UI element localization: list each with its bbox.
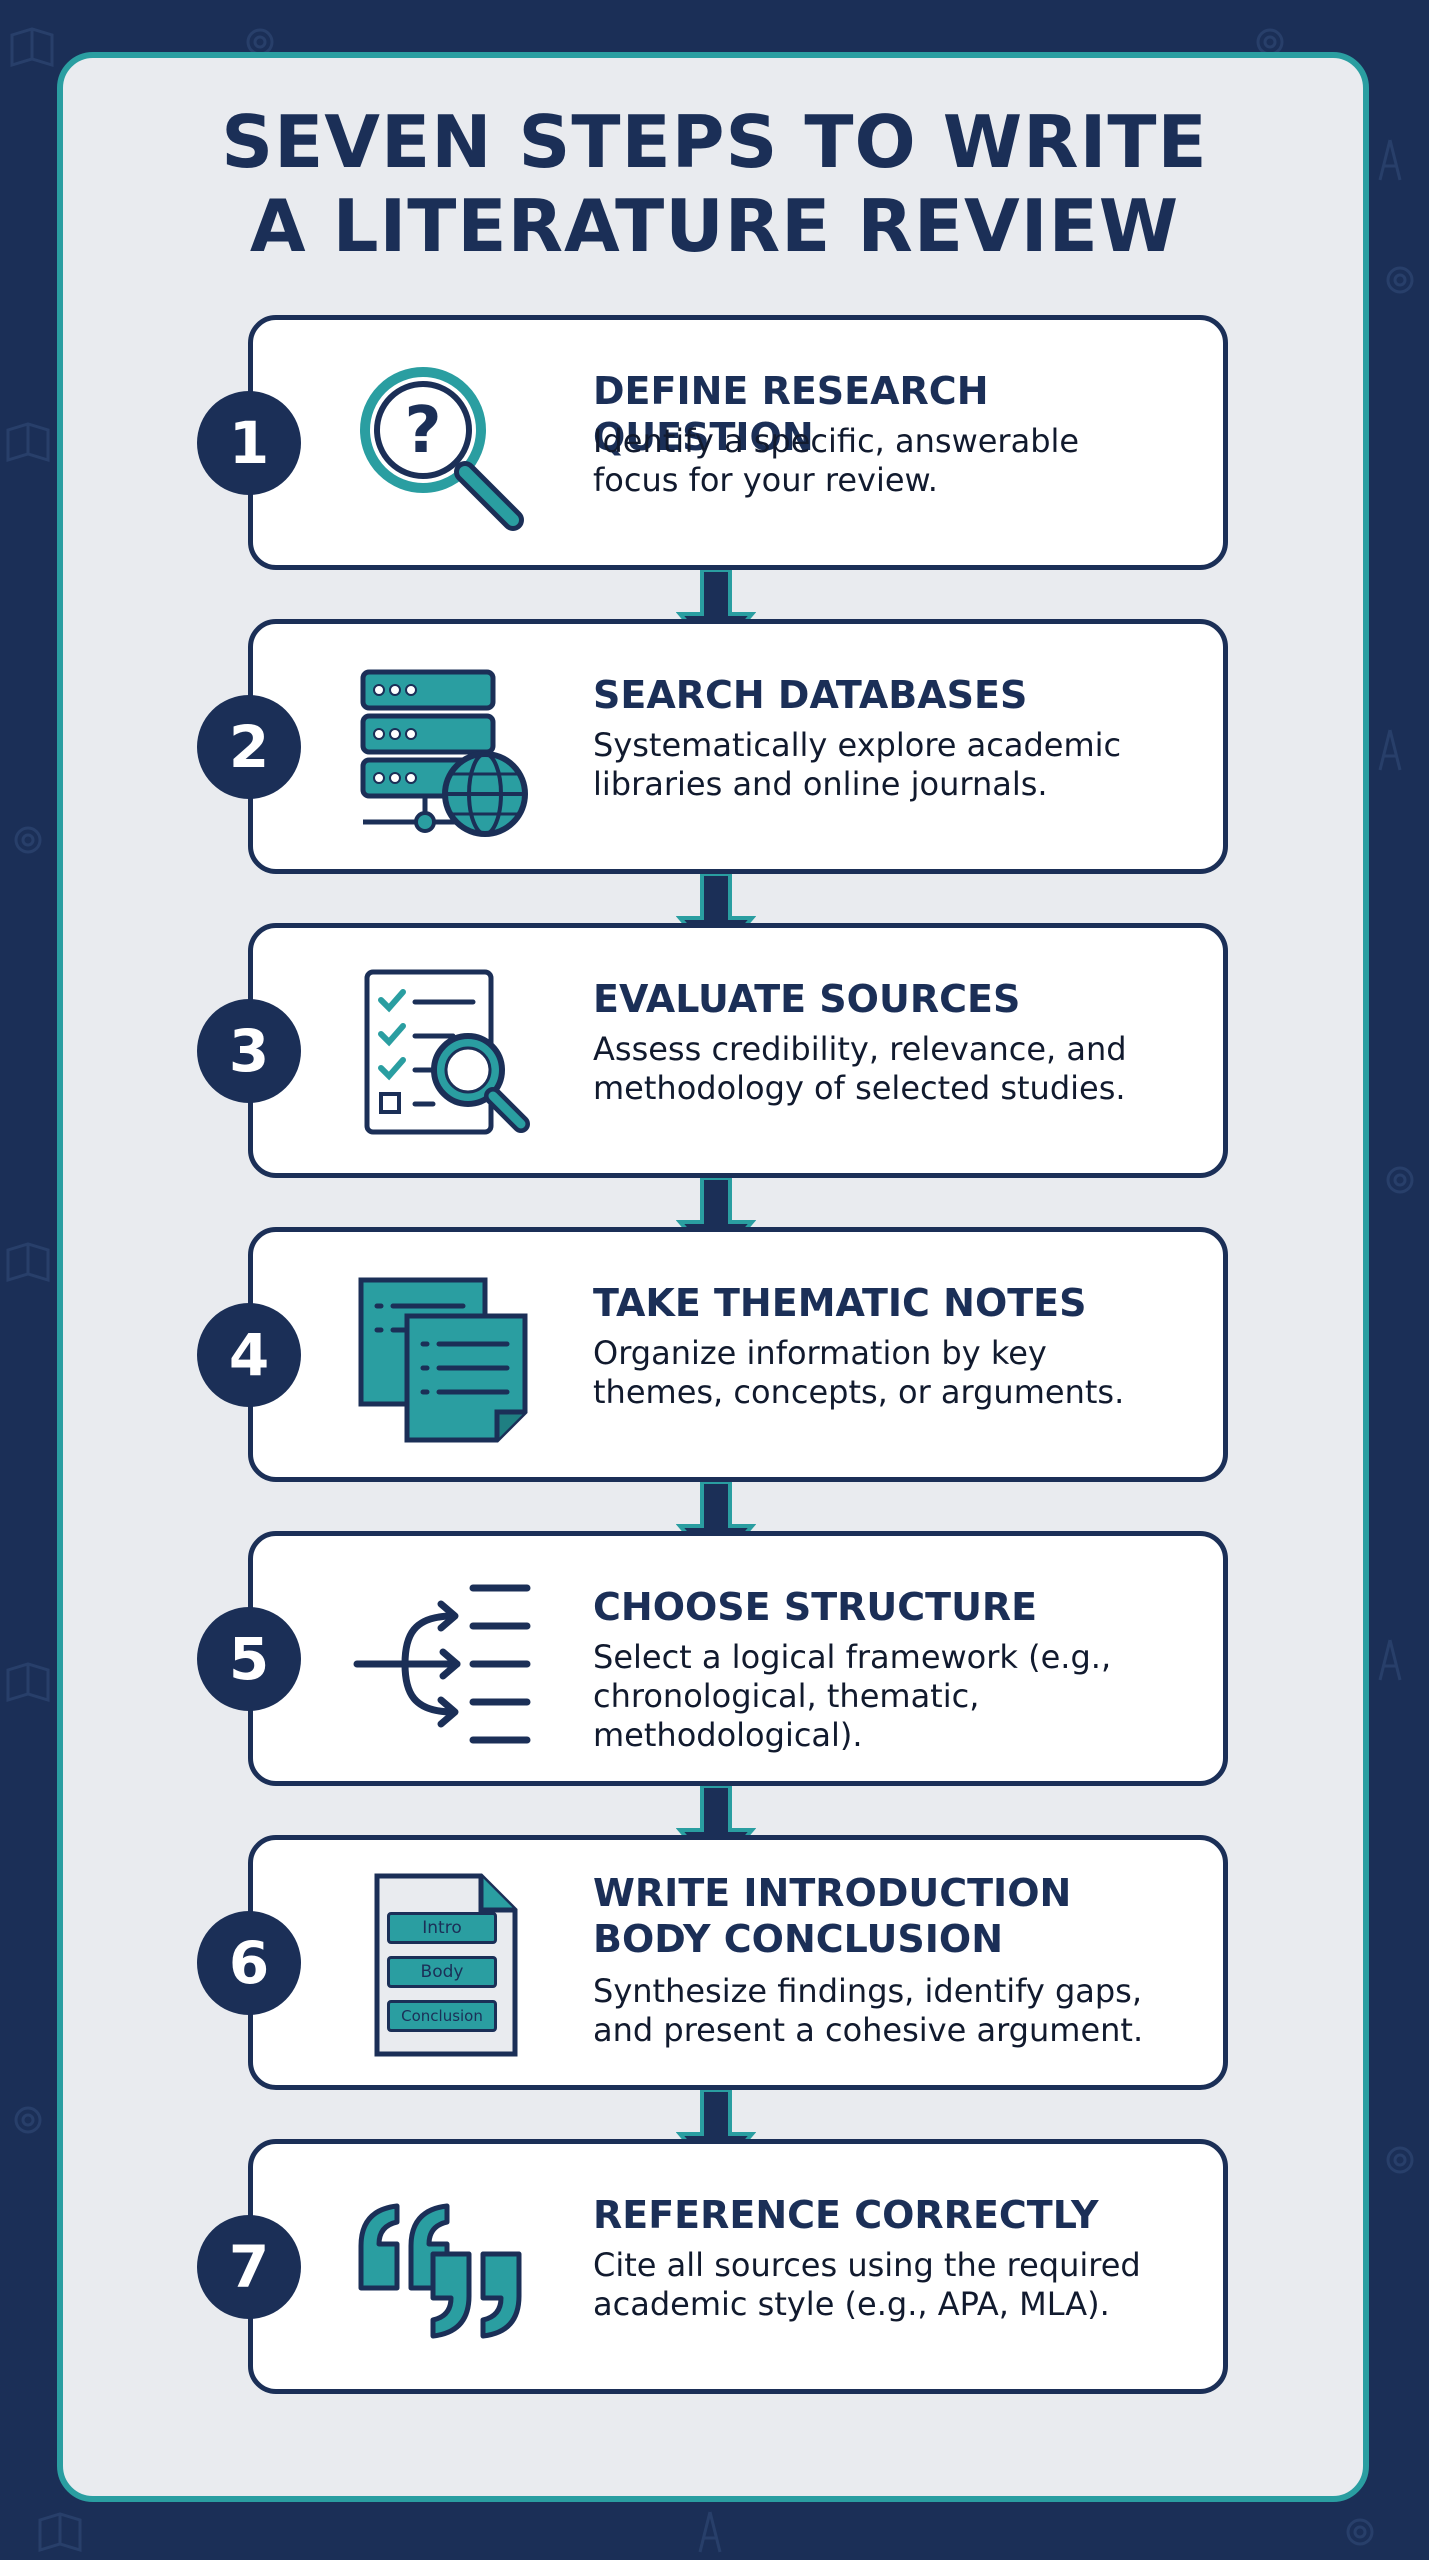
svg-text:?: ?: [404, 394, 441, 468]
step-number-badge: 5: [197, 1607, 301, 1711]
step-title: SEARCH DATABASES: [593, 673, 1028, 717]
step-description-line: Synthesize findings, identify gaps,: [593, 1972, 1143, 2010]
step-title: WRITE INTRODUCTION: [593, 1871, 1072, 1915]
step-card-6: Intro Body Conclusion WRITE INTRODUCTION…: [248, 1835, 1228, 2090]
step-description-line: chronological, thematic,: [593, 1677, 980, 1715]
document-sections-icon: Intro Body Conclusion: [371, 1870, 521, 2060]
step-number-badge: 6: [197, 1911, 301, 2015]
step-title: DEFINE RESEARCH QUESTION: [593, 369, 989, 459]
step-card-3: EVALUATE SOURCES Assess credibility, rel…: [248, 923, 1228, 1178]
step-description-line: Select a logical framework (e.g.,: [593, 1638, 1112, 1676]
database-globe-icon: [360, 669, 528, 837]
quotation-marks-icon: [358, 2203, 522, 2339]
step-card-2: SEARCH DATABASES Systematically explore …: [248, 619, 1228, 874]
notes-icon: [358, 1277, 528, 1443]
step-card-4: TAKE THEMATIC NOTES Organize information…: [248, 1227, 1228, 1482]
step-description-line: academic style (e.g., APA, MLA).: [593, 2285, 1110, 2323]
step-card-5: CHOOSE STRUCTURE Select a logical framew…: [248, 1531, 1228, 1786]
step-number-badge: 4: [197, 1303, 301, 1407]
step-description-line: focus for your review.: [593, 461, 938, 499]
branch-structure-icon: [353, 1584, 531, 1744]
step-card-7: REFERENCE CORRECTLY Cite all sources usi…: [248, 2139, 1228, 2394]
step-description-line: methodology of selected studies.: [593, 1069, 1126, 1107]
step-description-line: Organize information by key: [593, 1334, 1047, 1372]
step-title: REFERENCE CORRECTLY: [593, 2193, 1099, 2237]
step-number-badge: 7: [197, 2215, 301, 2319]
step-description-line: methodological).: [593, 1716, 863, 1754]
icon-label-conclusion: Conclusion: [387, 2000, 497, 2032]
step-number-badge: 3: [197, 999, 301, 1103]
step-title: BODY CONCLUSION: [593, 1917, 1004, 1961]
magnifier-question-icon: ?: [360, 367, 524, 531]
checklist-magnifier-icon: [364, 969, 530, 1135]
step-title: TAKE THEMATIC NOTES: [593, 1281, 1087, 1325]
page-title-line-2: A LITERATURE REVIEW: [249, 184, 1180, 268]
icon-label-body: Body: [387, 1956, 497, 1988]
step-description-line: and present a cohesive argument.: [593, 2011, 1144, 2049]
step-title: CHOOSE STRUCTURE: [593, 1585, 1038, 1629]
step-title: EVALUATE SOURCES: [593, 977, 1021, 1021]
step-description-line: Systematically explore academic: [593, 726, 1122, 764]
step-description-line: themes, concepts, or arguments.: [593, 1373, 1125, 1411]
step-description-line: Identify a specific, answerable: [593, 422, 1080, 460]
icon-label-intro: Intro: [387, 1912, 497, 1944]
step-number-badge: 2: [197, 695, 301, 799]
step-description-line: Assess credibility, relevance, and: [593, 1030, 1127, 1068]
step-description-line: libraries and online journals.: [593, 765, 1048, 803]
step-description-line: Cite all sources using the required: [593, 2246, 1141, 2284]
step-number-badge: 1: [197, 391, 301, 495]
page-title-line-1: SEVEN STEPS TO WRITE: [221, 100, 1208, 184]
step-card-1: ? DEFINE RESEARCH QUESTION Identify a sp…: [248, 315, 1228, 570]
